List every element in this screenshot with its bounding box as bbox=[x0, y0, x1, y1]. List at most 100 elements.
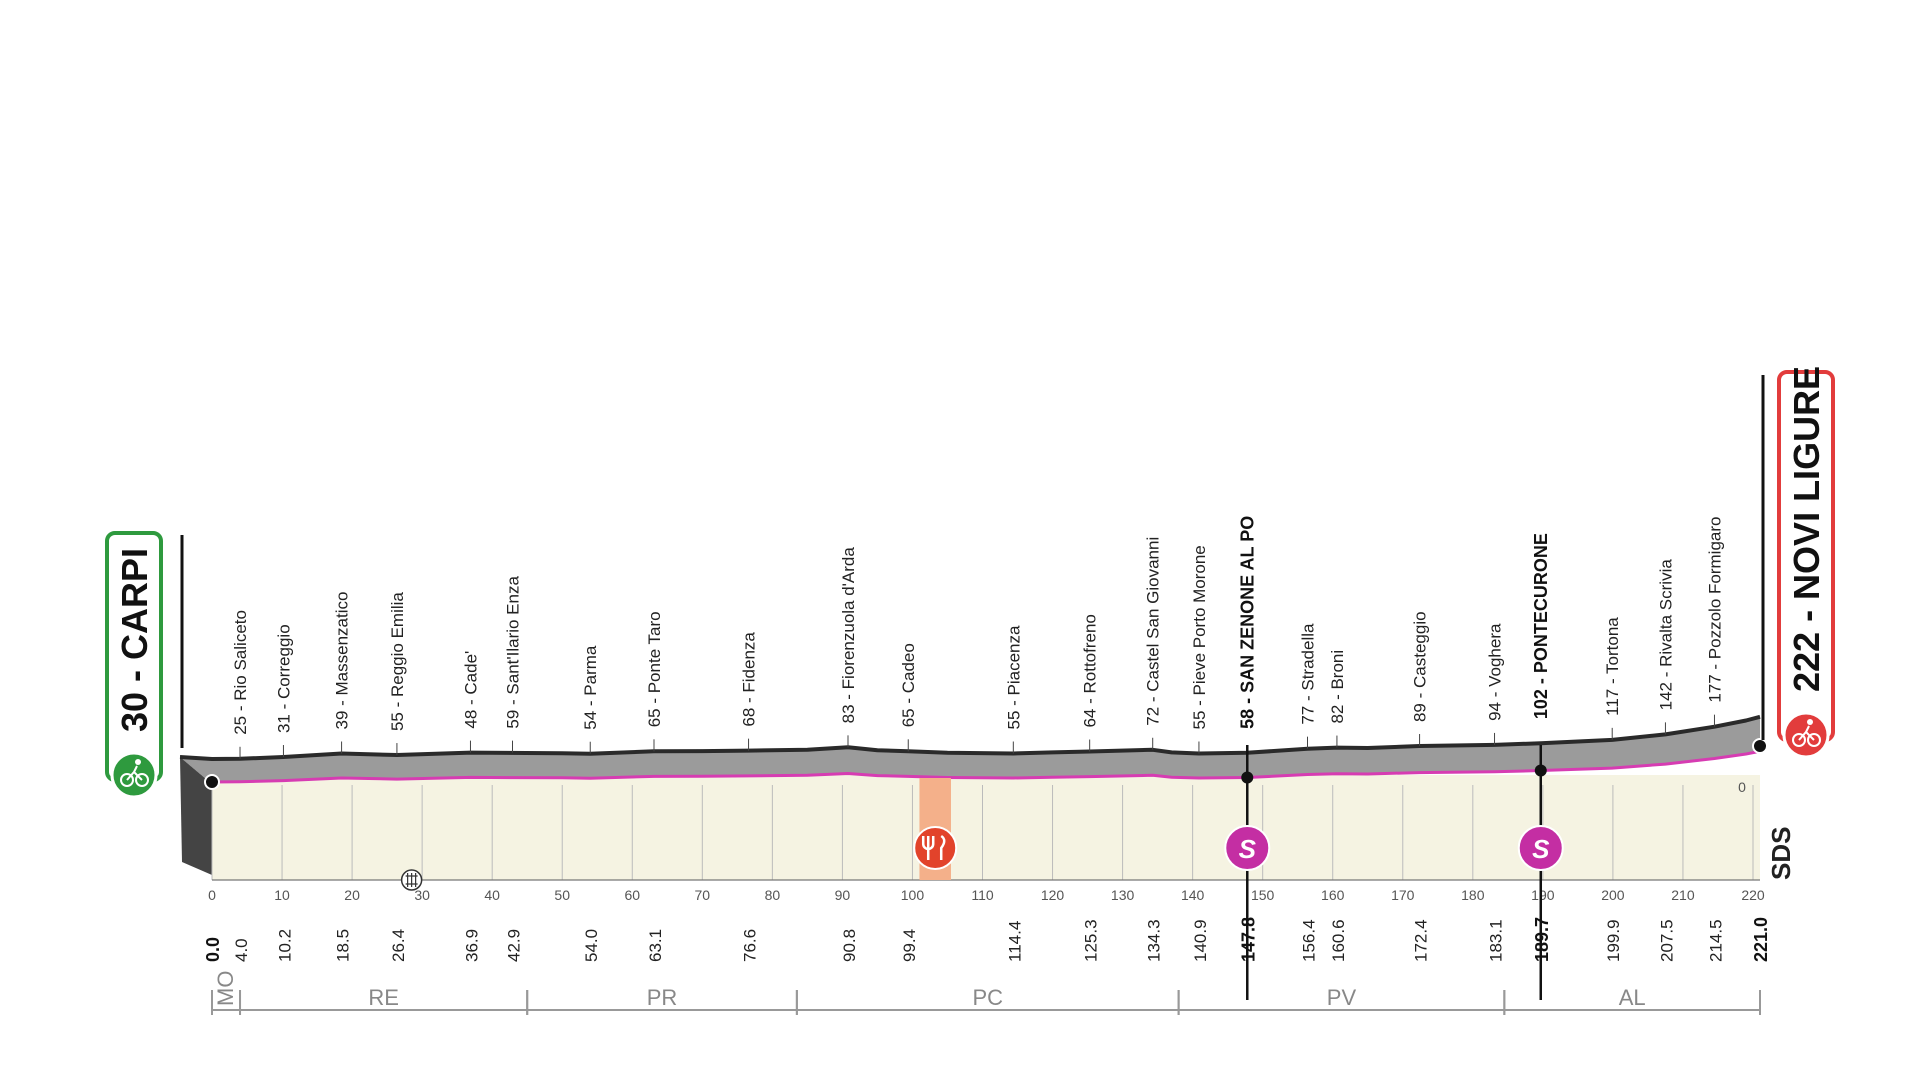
finish-label: 222 - NOVI LIGURE bbox=[1786, 366, 1827, 692]
rider-glyph bbox=[126, 765, 143, 781]
distance-label: 172.4 bbox=[1412, 919, 1431, 962]
wheel-glyph bbox=[135, 773, 149, 787]
x-tick-label: 130 bbox=[1111, 887, 1135, 903]
place-label: 48 - Cade' bbox=[461, 651, 480, 729]
distance-label: 134.3 bbox=[1145, 919, 1164, 962]
distance-label: 199.9 bbox=[1604, 919, 1623, 962]
province-label: AL bbox=[1619, 985, 1646, 1010]
distance-label: 189.7 bbox=[1532, 917, 1552, 962]
distance-label: 36.9 bbox=[462, 929, 481, 962]
x-tick-label: 70 bbox=[695, 887, 711, 903]
place-label: 59 - Sant'Ilario Enza bbox=[503, 576, 522, 729]
place-label: 117 - Tortona bbox=[1603, 617, 1622, 716]
place-label: 54 - Parma bbox=[581, 645, 600, 730]
place-label: 83 - Fiorenzuola d'Arda bbox=[839, 547, 858, 724]
cycling-icon bbox=[110, 751, 158, 799]
x-tick-label: 30 bbox=[414, 887, 430, 903]
brand-logo-text: SDS bbox=[1766, 827, 1796, 880]
distance-label: 18.5 bbox=[334, 929, 353, 962]
y-tick-label: 0 bbox=[1738, 779, 1746, 795]
intermediate-sprint-icon bbox=[1517, 825, 1564, 871]
place-label: 55 - Piacenza bbox=[1004, 625, 1023, 729]
place-label: 94 - Voghera bbox=[1486, 623, 1505, 721]
province-label: PC bbox=[972, 985, 1003, 1010]
place-label: 65 - Ponte Taro bbox=[645, 611, 664, 727]
rider-head-glyph bbox=[1807, 719, 1813, 725]
x-tick-label: 0 bbox=[208, 887, 216, 903]
x-tick-label: 190 bbox=[1531, 887, 1555, 903]
x-tick-label: 80 bbox=[765, 887, 781, 903]
distance-label: 214.5 bbox=[1706, 919, 1725, 962]
province-label: RE bbox=[368, 985, 399, 1010]
place-label: 102 - PONTECURONE bbox=[1531, 533, 1551, 719]
place-label: 142 - Rivalta Scrivia bbox=[1656, 559, 1675, 711]
distance-label: 54.0 bbox=[582, 929, 601, 962]
place-label: 77 - Stradella bbox=[1299, 623, 1318, 725]
finish-point bbox=[1752, 738, 1768, 754]
x-tick-label: 200 bbox=[1601, 887, 1625, 903]
start-point bbox=[204, 774, 220, 790]
place-label: 89 - Casteggio bbox=[1411, 611, 1430, 722]
elevation-profile-area bbox=[180, 716, 1760, 784]
distance-label: 160.6 bbox=[1329, 919, 1348, 962]
place-label: 72 - Castel San Giovanni bbox=[1144, 537, 1163, 726]
wheel-glyph bbox=[1807, 733, 1821, 747]
place-label: 55 - Reggio Emilia bbox=[388, 592, 407, 731]
x-tick-label: 50 bbox=[554, 887, 570, 903]
distance-label: 99.4 bbox=[900, 929, 919, 962]
distance-label: 90.8 bbox=[840, 929, 859, 962]
place-label: 65 - Cadeo bbox=[899, 643, 918, 727]
wheel-glyph bbox=[120, 773, 134, 787]
x-tick-label: 20 bbox=[344, 887, 360, 903]
distance-label: 140.9 bbox=[1191, 919, 1210, 962]
sprint-symbol: S bbox=[1532, 834, 1550, 864]
place-label: 82 - Broni bbox=[1328, 650, 1347, 724]
wheel-glyph bbox=[1792, 733, 1806, 747]
distance-label: 76.6 bbox=[741, 929, 760, 962]
distance-label: 0.0 bbox=[203, 937, 223, 962]
x-tick-label: 120 bbox=[1041, 887, 1065, 903]
x-tick-label: 60 bbox=[624, 887, 640, 903]
distance-label: 26.4 bbox=[389, 929, 408, 962]
profile-base-area bbox=[212, 775, 1760, 880]
distance-label: 10.2 bbox=[275, 929, 294, 962]
place-label: 177 - Pozzolo Formigaro bbox=[1705, 517, 1724, 703]
x-tick-label: 40 bbox=[484, 887, 500, 903]
rider-glyph bbox=[1798, 725, 1815, 741]
feed-zone-icon bbox=[913, 826, 958, 870]
distance-label: 4.0 bbox=[232, 938, 251, 962]
cycling-icon bbox=[1782, 711, 1830, 759]
x-tick-label: 100 bbox=[901, 887, 925, 903]
intermediate-sprint-icon bbox=[1224, 825, 1271, 871]
x-tick-label: 210 bbox=[1671, 887, 1695, 903]
x-tick-label: 180 bbox=[1461, 887, 1485, 903]
province-label: PR bbox=[647, 985, 678, 1010]
distance-label: 221.0 bbox=[1751, 917, 1771, 962]
sprint-symbol: S bbox=[1239, 834, 1257, 864]
place-label: 68 - Fidenza bbox=[740, 632, 759, 727]
x-tick-label: 90 bbox=[835, 887, 851, 903]
distance-label: 207.5 bbox=[1657, 919, 1676, 962]
start-label: 30 - CARPI bbox=[114, 548, 155, 732]
railway-glyph bbox=[405, 873, 418, 887]
place-label: 25 - Rio Saliceto bbox=[231, 610, 250, 735]
x-tick-label: 110 bbox=[971, 887, 994, 903]
distance-label: 63.1 bbox=[646, 929, 665, 962]
place-label: 31 - Correggio bbox=[274, 624, 293, 733]
x-tick-label: 170 bbox=[1391, 887, 1415, 903]
x-tick-label: 10 bbox=[274, 887, 290, 903]
place-label: 64 - Rottofreno bbox=[1081, 614, 1100, 727]
province-label: MO bbox=[213, 971, 238, 1006]
distance-label: 147.8 bbox=[1238, 917, 1258, 962]
distance-label: 114.4 bbox=[1005, 921, 1024, 962]
place-label: 39 - Massenzatico bbox=[333, 592, 352, 730]
rider-head-glyph bbox=[135, 759, 141, 765]
sprint-point bbox=[1241, 771, 1254, 784]
province-label: PV bbox=[1327, 985, 1357, 1010]
x-tick-label: 220 bbox=[1741, 887, 1765, 903]
distance-label: 125.3 bbox=[1082, 919, 1101, 962]
x-tick-label: 160 bbox=[1321, 887, 1345, 903]
x-tick-label: 150 bbox=[1251, 887, 1275, 903]
